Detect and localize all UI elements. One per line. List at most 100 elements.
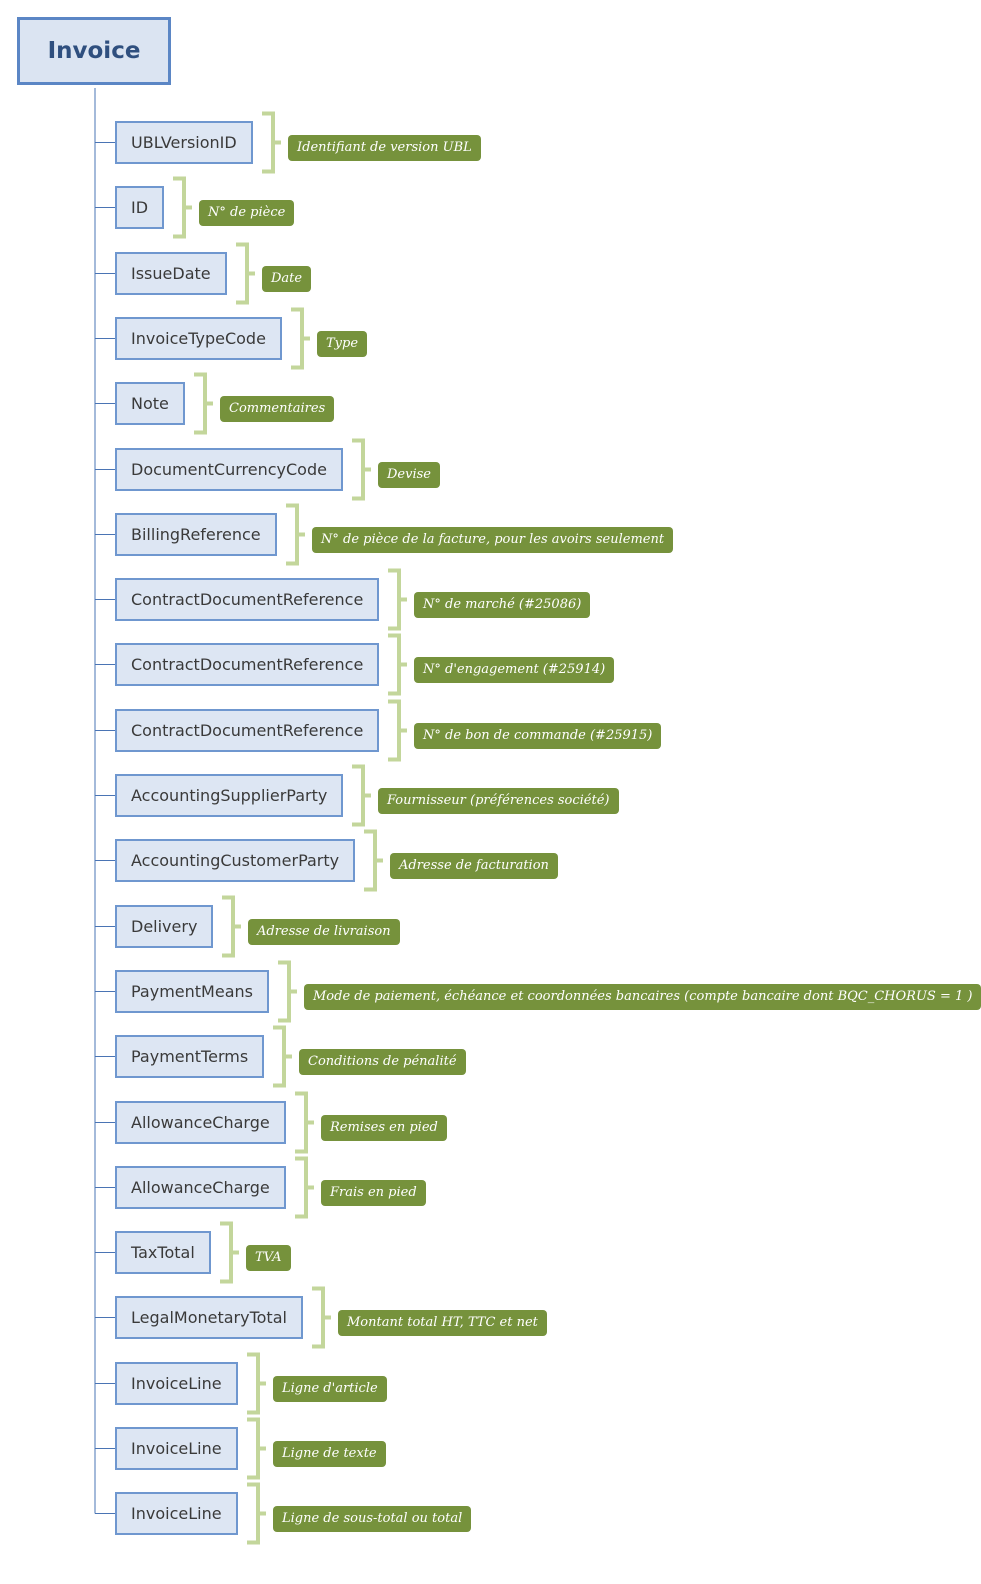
tree-node[interactable]: ContractDocumentReference — [115, 643, 380, 686]
annotation-note-text: Commentaires — [229, 401, 326, 416]
tree-node-label: InvoiceLine — [131, 1439, 222, 1458]
tree-node[interactable]: LegalMonetaryTotal — [115, 1296, 303, 1339]
annotation-note-text: N° de bon de commande (#25915) — [423, 728, 653, 743]
annotation-bracket — [352, 438, 371, 501]
tree-node-label: Delivery — [131, 917, 198, 936]
annotation-note: Type — [317, 330, 368, 357]
tree-node[interactable]: AllowanceCharge — [115, 1166, 286, 1209]
annotation-bracket — [352, 764, 371, 827]
invoice-structure-diagram: Invoice UBLVersionID Identifiant de versi… — [17, 17, 981, 1545]
annotation-bracket — [295, 1156, 314, 1219]
annotation-bracket — [247, 1417, 266, 1480]
tree-node[interactable]: ID — [115, 186, 165, 229]
annotation-note: Ligne d'article — [273, 1375, 387, 1402]
annotation-note: Adresse de facturation — [390, 852, 558, 879]
tree-node[interactable]: DocumentCurrencyCode — [115, 448, 343, 491]
tree-node-label: PaymentTerms — [131, 1047, 249, 1066]
tree-node[interactable]: Delivery — [115, 905, 214, 948]
annotation-note-text: N° d'engagement (#25914) — [423, 662, 606, 677]
annotation-note-text: Identifiant de version UBL — [297, 140, 472, 155]
connector-lines — [94, 88, 407, 1545]
tree-node[interactable]: ContractDocumentReference — [115, 578, 380, 621]
annotation-note-text: Conditions de pénalité — [308, 1054, 457, 1069]
annotation-note-text: Ligne de texte — [282, 1446, 377, 1461]
tree-node-label: UBLVersionID — [131, 133, 237, 152]
tree-node-label: DocumentCurrencyCode — [131, 460, 327, 479]
tree-node-label: AllowanceCharge — [131, 1178, 270, 1197]
annotation-note-text: N° de pièce — [208, 205, 286, 220]
tree-node-label: InvoiceLine — [131, 1504, 222, 1523]
tree-node[interactable]: AllowanceCharge — [115, 1101, 286, 1144]
tree-node-label: ContractDocumentReference — [131, 590, 364, 609]
annotation-note: Remises en pied — [321, 1114, 447, 1141]
annotation-bracket — [247, 1352, 266, 1415]
tree-node[interactable]: AccountingSupplierParty — [115, 774, 344, 817]
tree-node[interactable]: IssueDate — [115, 252, 227, 295]
annotation-note-text: Fournisseur (préférences société) — [387, 793, 610, 808]
tree-node-label: InvoiceLine — [131, 1374, 222, 1393]
tree-node[interactable]: InvoiceTypeCode — [115, 317, 282, 360]
annotation-note-text: TVA — [255, 1250, 282, 1265]
annotation-note: Mode de paiement, échéance et coordonnée… — [304, 983, 981, 1010]
tree-node[interactable]: ContractDocumentReference — [115, 709, 380, 752]
annotation-bracket — [220, 1221, 239, 1284]
tree-node[interactable]: InvoiceLine — [115, 1362, 238, 1405]
annotation-bracket — [388, 699, 407, 762]
annotation-bracket — [273, 1025, 292, 1088]
tree-node-label: AccountingCustomerParty — [131, 851, 340, 870]
annotation-note: N° de pièce de la facture, pour les avoi… — [312, 526, 674, 553]
annotation-note: Montant total HT, TTC et net — [338, 1309, 547, 1336]
annotation-bracket — [173, 176, 192, 239]
annotation-note-text: N° de pièce de la facture, pour les avoi… — [321, 532, 665, 547]
annotation-bracket — [262, 111, 281, 174]
annotation-bracket — [295, 1091, 314, 1154]
annotation-note: N° d'engagement (#25914) — [414, 656, 615, 683]
tree-node[interactable]: BillingReference — [115, 513, 277, 556]
annotation-note-text: Devise — [387, 467, 431, 482]
annotation-bracket — [194, 372, 213, 435]
annotation-note-text: Mode de paiement, échéance et coordonnée… — [313, 989, 973, 1004]
annotation-note-text: Adresse de livraison — [257, 924, 391, 939]
annotation-bracket — [364, 829, 383, 892]
tree-node-label: LegalMonetaryTotal — [131, 1308, 287, 1327]
tree-node[interactable]: PaymentTerms — [115, 1035, 265, 1078]
annotation-note: Adresse de livraison — [248, 918, 400, 945]
annotation-note-text: Ligne de sous-total ou total — [282, 1511, 463, 1526]
root-node-invoice[interactable]: Invoice — [17, 17, 171, 85]
tree-node[interactable]: PaymentMeans — [115, 970, 269, 1013]
annotation-note: N° de marché (#25086) — [414, 591, 591, 618]
tree-node[interactable]: Note — [115, 382, 185, 425]
tree-node-label: AllowanceCharge — [131, 1113, 270, 1132]
annotation-note: N° de pièce — [199, 199, 295, 226]
tree-node-label: BillingReference — [131, 525, 261, 544]
annotation-note: Fournisseur (préférences société) — [378, 787, 619, 814]
annotation-bracket — [291, 307, 310, 370]
annotation-note-text: Ligne d'article — [282, 1381, 378, 1396]
tree-node[interactable]: AccountingCustomerParty — [115, 839, 356, 882]
annotation-note: TVA — [246, 1244, 291, 1271]
tree-node-label: PaymentMeans — [131, 982, 253, 1001]
tree-node-label: ContractDocumentReference — [131, 655, 364, 674]
annotation-bracket — [247, 1482, 266, 1545]
tree-node[interactable]: UBLVersionID — [115, 121, 253, 164]
annotation-note: Ligne de texte — [273, 1440, 386, 1467]
annotation-bracket — [388, 633, 407, 696]
annotation-bracket — [278, 960, 297, 1023]
tree-node[interactable]: TaxTotal — [115, 1231, 211, 1274]
annotation-note-text: Montant total HT, TTC et net — [347, 1315, 538, 1330]
annotation-note: Commentaires — [220, 395, 335, 422]
annotation-note: Date — [262, 265, 312, 292]
tree-node-label: InvoiceTypeCode — [131, 329, 266, 348]
tree-node-label: TaxTotal — [131, 1243, 195, 1262]
annotation-bracket — [286, 503, 305, 566]
annotation-bracket — [236, 242, 255, 305]
tree-node-label: AccountingSupplierParty — [131, 786, 328, 805]
tree-node[interactable]: InvoiceLine — [115, 1492, 238, 1535]
annotation-note-text: Frais en pied — [330, 1185, 417, 1200]
tree-node-label: ID — [131, 198, 149, 217]
annotation-note-text: Remises en pied — [330, 1120, 438, 1135]
annotation-note-text: Date — [271, 271, 303, 286]
tree-node[interactable]: InvoiceLine — [115, 1427, 238, 1470]
annotation-note-text: Adresse de facturation — [399, 858, 549, 873]
annotation-bracket — [388, 568, 407, 631]
